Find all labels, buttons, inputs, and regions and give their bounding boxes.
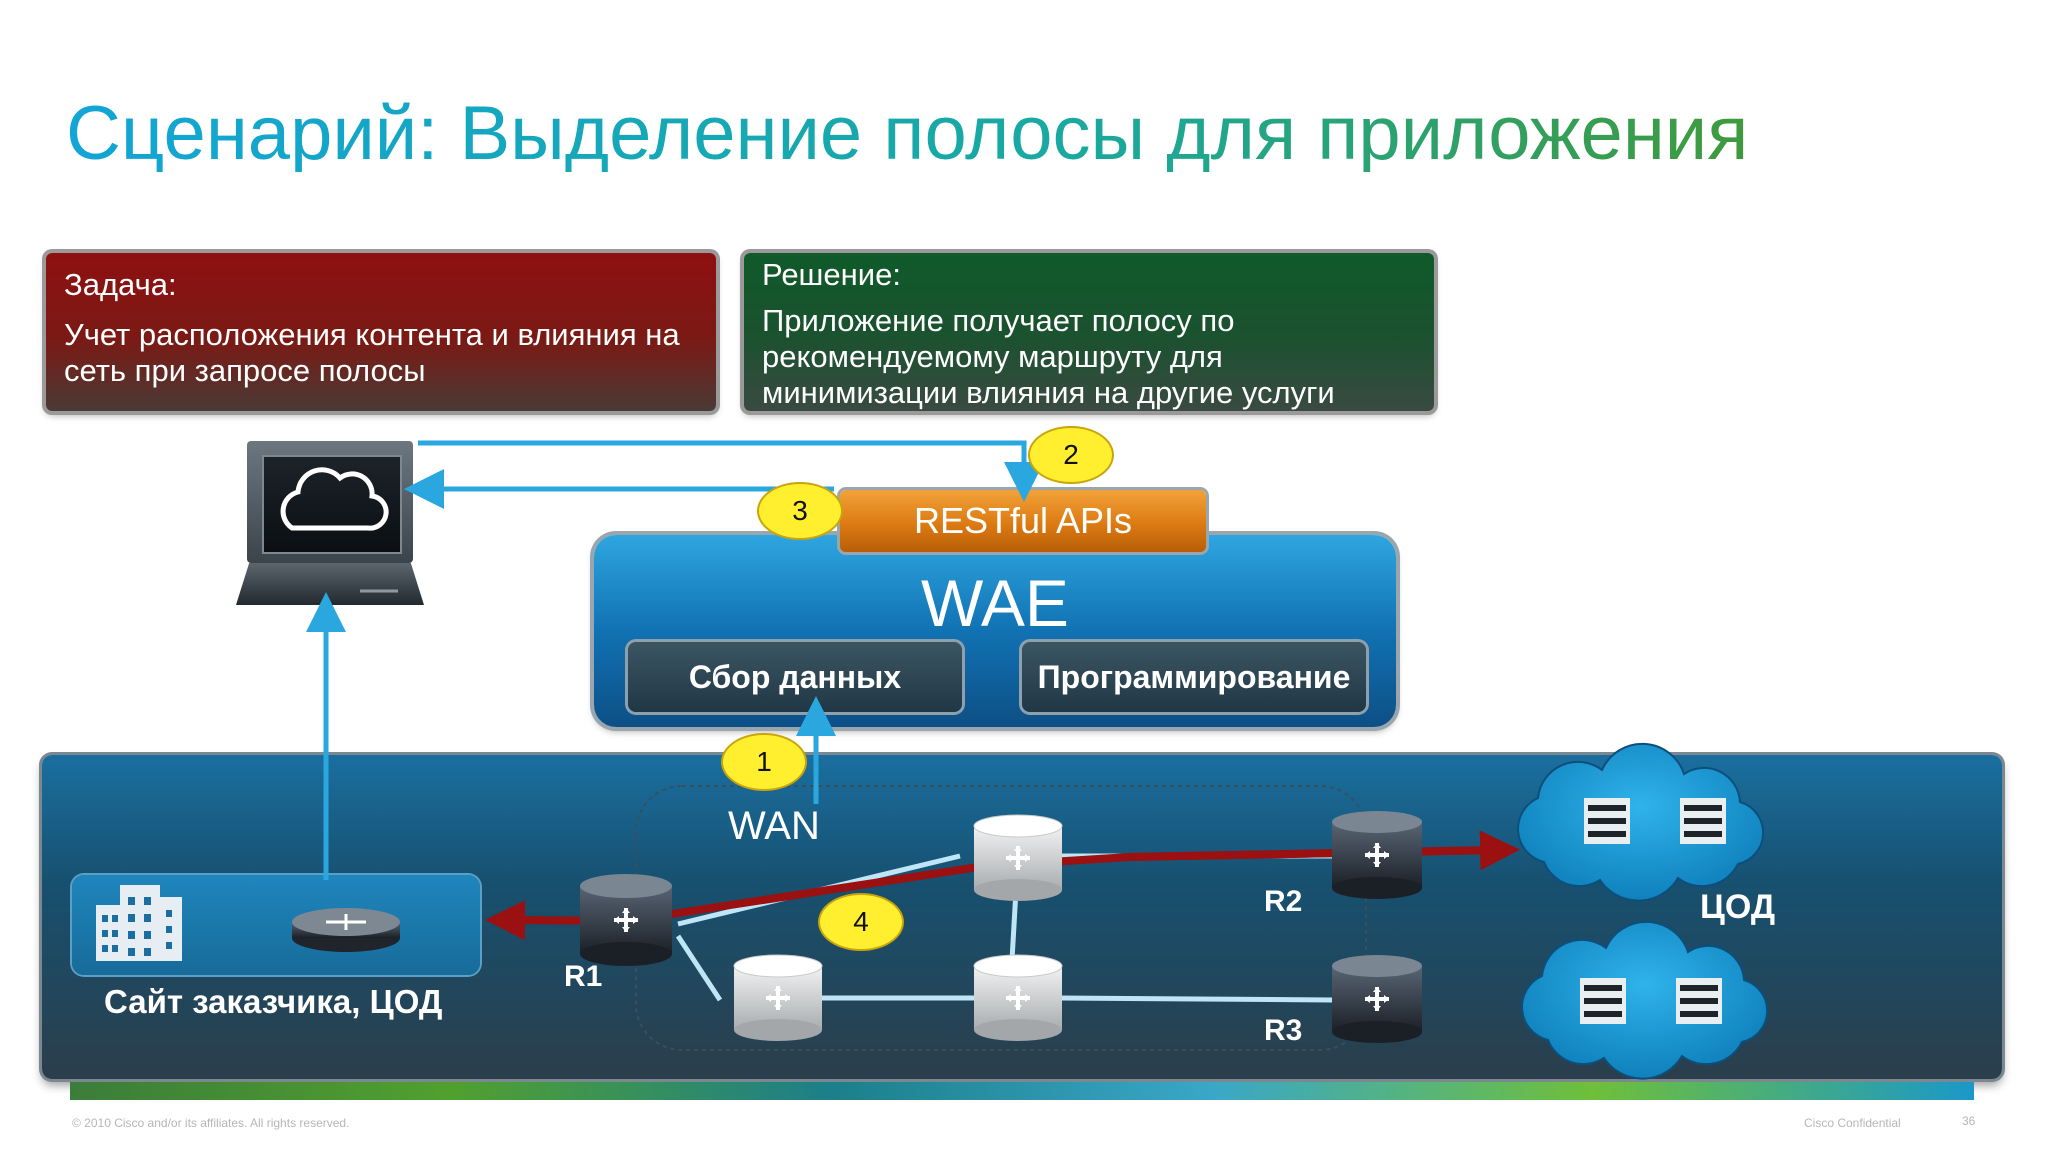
router-bottom-left-icon [733,954,823,1041]
r1-label: R1 [564,960,603,993]
site-router-icon [292,908,400,952]
wan-region [635,785,1367,1051]
router-r2-icon [1332,811,1422,899]
programming-box: Программирование [1022,642,1366,712]
task-text: Учет расположения контента и влияния на … [64,317,680,388]
footer-confidential: Cisco Confidential [1804,1116,1901,1130]
datacenter-label: ЦОД [1700,888,1776,926]
router-r1-icon [580,874,672,966]
footer-copyright: © 2010 Cisco and/or its affiliates. All … [72,1116,350,1130]
r2-label: R2 [1264,885,1303,918]
solution-text: Приложение получает полосу по рекомендуе… [762,303,1335,410]
wae-title: WAE [921,566,1069,640]
cloud-app-icon [280,467,389,531]
flow-arrows [306,440,1044,880]
restful-api-box: RESTful APIs [840,490,1206,552]
customer-site-label: Сайт заказчика, ЦОД [104,983,443,1020]
step-2-badge: 2 [1030,428,1112,482]
router-bottom-center-icon [973,954,1063,1041]
step-4-badge: 4 [820,895,902,949]
step-3-badge: 3 [759,484,841,538]
wan-label: WAN [728,804,820,848]
r3-label: R3 [1264,1014,1303,1047]
router-r3-icon [1332,955,1422,1043]
datacenter-cloud-bottom-icon [1521,920,1769,1080]
task-heading: Задача: [64,267,177,302]
router-top-center-icon [973,814,1063,901]
datacenter-cloud-top-icon [1517,742,1765,902]
task-box: Задача: Учет расположения контента и вли… [46,253,716,411]
page-number: 36 [1962,1114,1976,1128]
solution-heading: Решение: [762,257,901,292]
solution-box: Решение: Приложение получает полосу по р… [744,253,1434,411]
slide-title: Сценарий: Выделение полосы для приложени… [66,91,1749,176]
building-icon [96,885,182,961]
request-arrow [418,440,1044,502]
step-1-badge: 1 [723,735,805,789]
data-collection-box: Сбор данных [628,642,962,712]
panel-bottom-stripe [70,1082,1974,1100]
